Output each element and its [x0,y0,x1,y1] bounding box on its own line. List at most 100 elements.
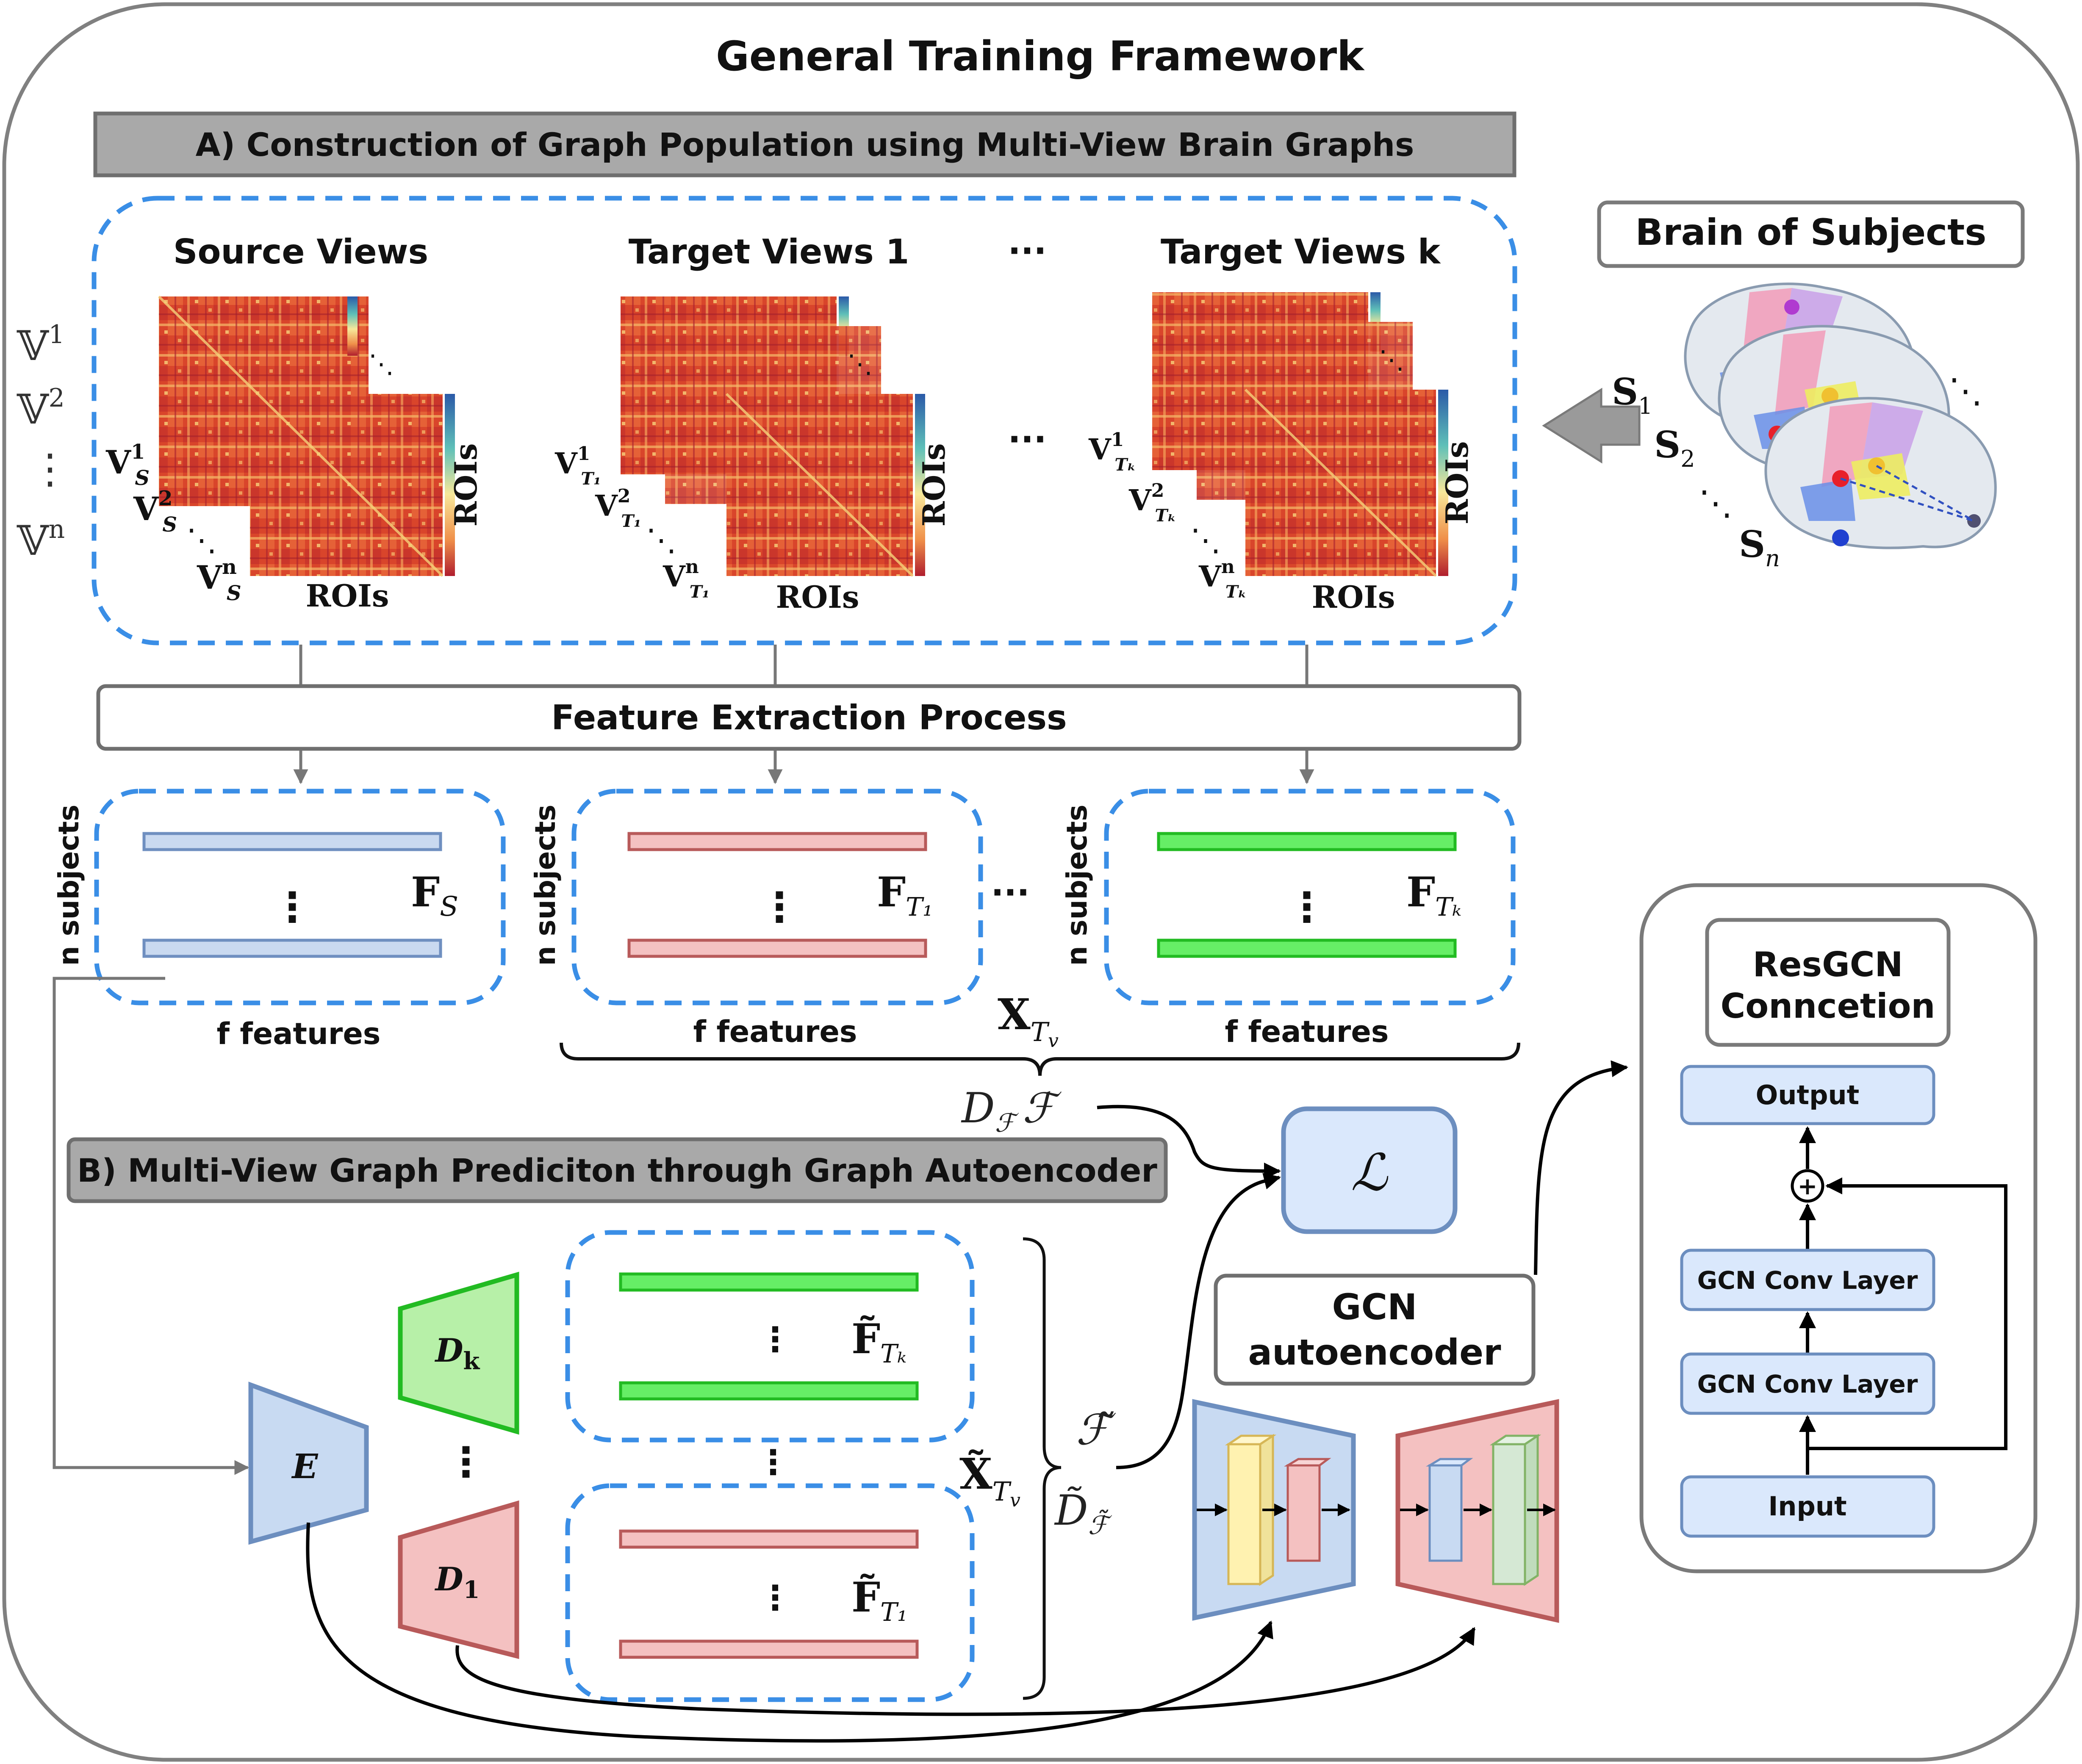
source-heatmap-stack: ⋱ [158,295,455,577]
gcn-encoder-block [1192,1399,1356,1621]
section-b-label: B) Multi-View Graph Prediciton through G… [77,1152,1157,1189]
brain-to-views-arrow [1542,388,1641,464]
target1-features-box [571,789,983,1005]
pred-targetk-box [565,1230,975,1443]
section-a-header [93,111,1516,177]
target1-feature-dots: ⋮ [759,883,800,931]
resgcn-input-node [1680,1475,1935,1538]
gcn-autoencoder-line-2: autoencoder [1248,1332,1501,1373]
encoder-label: E [291,1446,319,1486]
brain-label-box [1597,200,2025,268]
source-features-box [94,789,506,1005]
gcn-autoencoder-box [1214,1274,1536,1386]
resgcn-output-label: Output [1756,1080,1860,1110]
target1-heatmap-stack: ⋱ [621,296,925,577]
discriminator-fake-label: D̃ℱ̃ [1054,1486,1112,1540]
resgcn-input-label: Input [1768,1491,1846,1522]
loss-label: ℒ [1351,1144,1389,1202]
targetk-view-dots: ⋱ [1190,522,1221,558]
target1-n-subjects: n subjects [529,805,562,966]
section-b-header [67,1137,1168,1203]
resgcn-conv-top [1680,1249,1935,1311]
targetk-feature-row-bottom [1157,939,1457,958]
pred-targetk-label: F̃Tₖ [851,1315,907,1369]
target1-view-dots: ⋱ [646,522,676,558]
source-rois-x: ROIs [306,578,389,614]
brain-image-3 [1764,397,1997,549]
target1-feature-row-top [627,832,927,851]
brain-images: ⋱ [1684,282,1997,549]
decoder1-to-gcn-arrow [455,1627,1476,1716]
source-to-encoder-line [53,977,250,1475]
features-ellipsis: ··· [991,873,1029,912]
views-ellipsis: ··· [1008,420,1046,459]
resgcn-title-box [1705,918,1951,1047]
real-to-loss-arrow [1097,1105,1281,1180]
resgcn-output-node [1680,1065,1935,1125]
targetk-rois-x: ROIs [1312,579,1395,615]
predictions-brace [1023,1237,1062,1700]
target1-rois-y: ROIs [916,443,952,527]
targetk-features-box [1104,789,1516,1005]
targetk-f-features: f features [1225,1014,1389,1049]
target-features-brace [560,1042,1520,1076]
resgcn-title-line-2: Conncetion [1721,986,1935,1026]
subject-dots: ⋱ [1699,483,1733,523]
feature-extraction-label: Feature Extraction Process [551,698,1067,737]
source-feature-row-bottom [142,939,442,958]
decoders-dots: ⋮ [446,1438,486,1486]
encoder-shape [248,1382,369,1545]
pred-targetk-row-bottom [619,1381,919,1401]
brain-dots: ⋱ [1949,371,1982,410]
decoder-1-shape [398,1500,519,1659]
targetk-heatmap-stack: ⋱ [1152,292,1448,577]
source-feature-row-top [142,832,442,851]
pred-targetk-row-top [619,1272,919,1292]
feature-extraction-box [96,684,1522,751]
brain-label: Brain of Subjects [1636,211,1987,254]
population-view-2: 𝕍2 [17,383,65,433]
targetk-rois-y: ROIs [1439,441,1475,525]
population-view-dots: ⋮ [30,445,70,493]
target-views-1-label: Target Views 1 [629,232,909,271]
pred-boxes-dots: ⋮ [756,1443,790,1482]
resgcn-add-node [1791,1169,1824,1203]
resgcn-conv-bottom-label: GCN Conv Layer [1697,1370,1918,1398]
pred-target1-box [565,1483,975,1702]
target1-f-features: f features [693,1014,857,1049]
views-dashed-box [91,196,1517,645]
targetk-feature-row-top [1157,832,1457,851]
pred-to-loss-arrow [1116,1173,1281,1469]
section-a-label: A) Construction of Graph Population usin… [196,126,1414,163]
decoder-k-shape [398,1271,519,1435]
resgcn-title-line-1: ResGCN [1753,945,1903,984]
source-feature-dots: ⋮ [272,883,313,931]
framework-title: General Training Framework [716,33,1365,80]
targetk-feature-dots: ⋮ [1286,883,1327,931]
gcn-decoder-block [1395,1399,1559,1623]
target1-feature-row-bottom [627,939,927,958]
gcn-to-resgcn-arrow [1534,1060,1628,1275]
gcn-autoencoder-line-1: GCN [1332,1286,1417,1328]
pred-targetk-dots: ⋮ [758,1320,792,1359]
source-view-dots: ⋱ [186,522,217,558]
pred-target1-row-top [619,1529,919,1549]
encoder-to-gcn-arrow [306,1522,1273,1743]
resgcn-add-symbol: + [1798,1173,1818,1200]
target1-rois-x: ROIs [776,579,859,615]
source-views-label: Source Views [173,232,428,271]
source-dots: ⋱ [369,349,394,379]
target1-dots: ⋱ [847,349,873,379]
loss-box [1281,1106,1458,1234]
source-rois-y: ROIs [448,443,484,527]
target-views-k-label: Target Views k [1161,232,1441,271]
resgcn-conv-bottom [1680,1352,1935,1415]
resgcn-conv-top-label: GCN Conv Layer [1697,1266,1918,1295]
targetk-n-subjects: n subjects [1061,805,1093,966]
pred-target1-row-bottom [619,1639,919,1659]
source-f-features: f features [217,1016,381,1051]
